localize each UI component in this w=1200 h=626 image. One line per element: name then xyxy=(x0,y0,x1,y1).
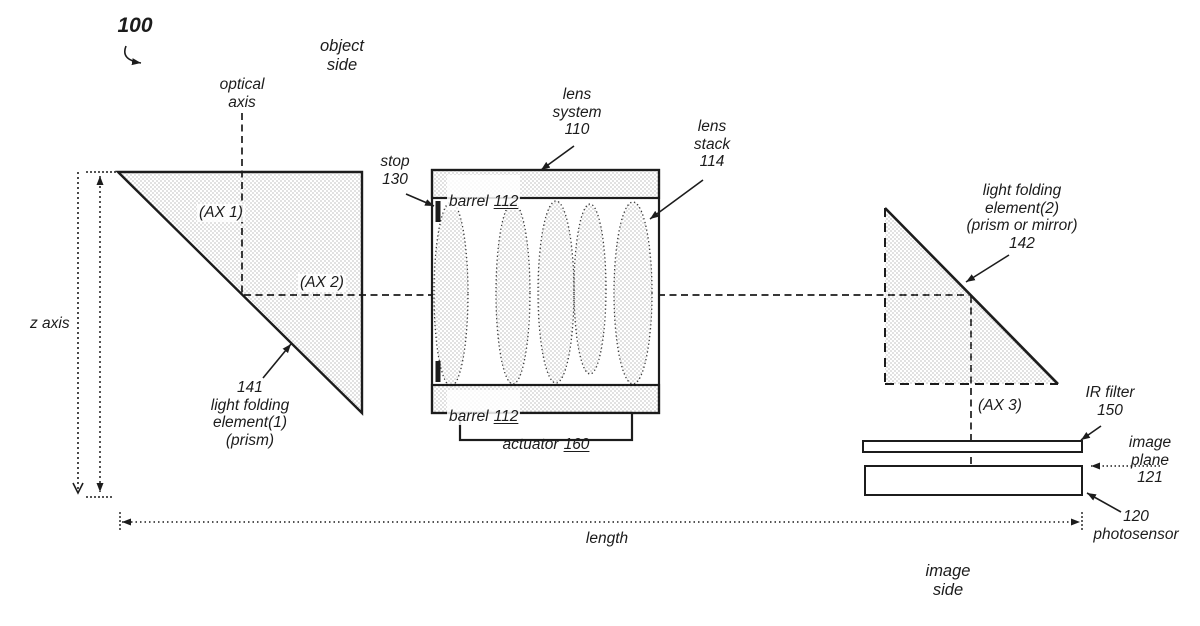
lens-element-5 xyxy=(613,201,653,385)
stop-label: stop 130 xyxy=(380,153,410,188)
length-label: length xyxy=(585,530,629,547)
photosensor-bar xyxy=(864,465,1083,496)
lens-stack-leader-arrow xyxy=(649,179,704,220)
lens-system-label: lens system 110 xyxy=(552,86,602,138)
optical-axis-label: optical axis xyxy=(219,76,265,111)
barrel-bottom-ref: 112 xyxy=(493,407,519,425)
element2-leader-arrow xyxy=(965,254,1010,283)
barrel-top-word: barrel xyxy=(449,192,489,210)
lens-element-4 xyxy=(573,203,607,375)
z-axis-label: z axis xyxy=(30,315,70,332)
ir-filter-label: IR filter 150 xyxy=(1085,384,1135,419)
object-side-label: object side xyxy=(319,37,365,74)
figure-ref-label: 100 xyxy=(117,14,153,37)
image-side-label: image side xyxy=(925,562,971,599)
ir-filter-bar xyxy=(862,440,1083,453)
figure-ref-leader-arrow xyxy=(124,45,142,66)
photosensor-label: 120 photosensor xyxy=(1093,508,1179,543)
actuator-word: actuator xyxy=(502,435,559,453)
photosensor-leader-arrow xyxy=(1086,492,1122,513)
z-axis-arrowhead xyxy=(72,482,84,495)
light-folding-element-1-label: 141 light folding element(1) (prism) xyxy=(210,379,290,449)
ax2-label: (AX 2) xyxy=(298,274,346,292)
lens-stack-label: lens stack 114 xyxy=(693,118,731,170)
lens-element-1 xyxy=(433,201,469,387)
ir-filter-leader-arrow xyxy=(1080,425,1102,441)
light-folding-element-1-prism xyxy=(115,170,364,416)
light-folding-element-2-label: light folding element(2) (prism or mirro… xyxy=(966,182,1078,252)
stop-leader-arrow xyxy=(405,193,435,207)
image-plane-label: image plane 121 xyxy=(1128,434,1172,486)
prism2-mirror-hypotenuse xyxy=(884,207,1059,385)
barrel-bottom-word: barrel xyxy=(449,407,489,425)
lens-element-3 xyxy=(537,200,575,384)
lens-element-2 xyxy=(495,201,531,385)
lens-stack-elements xyxy=(433,200,653,387)
barrel-top-ref: 112 xyxy=(493,192,519,210)
element1-leader-arrow xyxy=(262,343,292,379)
ax1-label: (AX 1) xyxy=(197,204,245,222)
ax3-label: (AX 3) xyxy=(978,397,1022,414)
lens-system-leader-arrow xyxy=(540,145,575,171)
actuator-ref: 160 xyxy=(563,435,590,453)
